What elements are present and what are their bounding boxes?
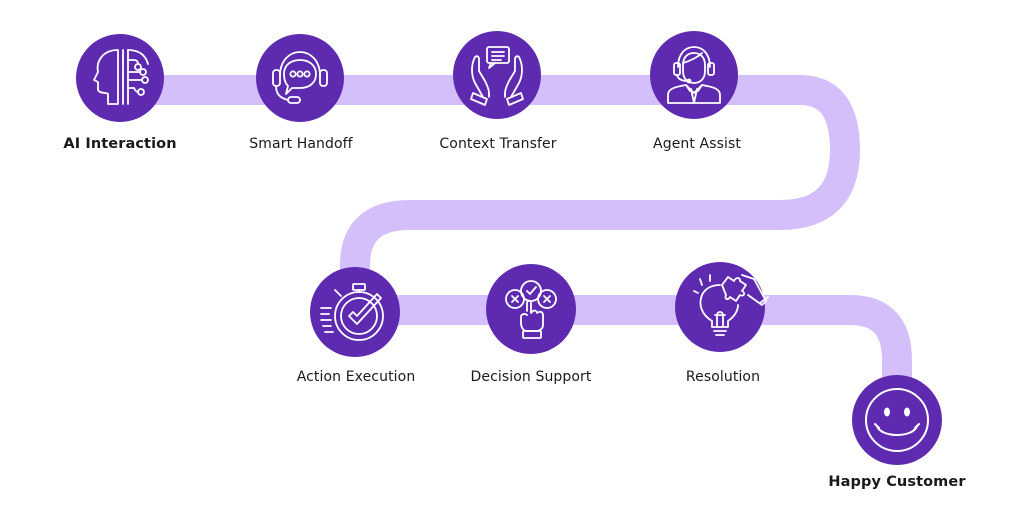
- step-node-happy-customer: [852, 375, 942, 465]
- journey-path: [120, 75, 912, 420]
- step-node-action-execution: [310, 267, 400, 357]
- smiley-face-icon: [865, 388, 929, 452]
- step-circle: [650, 31, 738, 119]
- step-node-decision-support: [486, 264, 576, 354]
- choice-pointer-icon: [505, 280, 557, 339]
- step-circle: [76, 34, 164, 122]
- ai-head-circuit-icon: [93, 49, 149, 105]
- step-label-smart-handoff: Smart Handoff: [249, 136, 353, 152]
- step-node-agent-assist: [650, 31, 738, 119]
- step-circle: [310, 267, 400, 357]
- support-agent-icon: [667, 46, 721, 104]
- step-label-happy-customer: Happy Customer: [828, 474, 966, 490]
- step-label-resolution: Resolution: [685, 369, 761, 385]
- step-node-context-transfer: [453, 31, 541, 119]
- stopwatch-check-icon: [320, 283, 384, 341]
- step-label-context-transfer: Context Transfer: [439, 136, 557, 152]
- step-node-smart-handoff: [256, 34, 344, 122]
- step-label-ai-interaction: AI Interaction: [63, 136, 177, 152]
- step-node-resolution: [675, 262, 769, 352]
- step-circle: [675, 262, 765, 352]
- hands-message-icon: [470, 46, 524, 106]
- step-label-action-execution: Action Execution: [296, 369, 416, 385]
- step-node-ai-interaction: [76, 34, 164, 122]
- headset-chat-icon: [272, 51, 328, 104]
- bulb-puzzle-icon: [693, 274, 769, 336]
- step-label-decision-support: Decision Support: [470, 369, 592, 385]
- step-circle: [453, 31, 541, 119]
- step-circle: [256, 34, 344, 122]
- step-label-agent-assist: Agent Assist: [653, 136, 741, 152]
